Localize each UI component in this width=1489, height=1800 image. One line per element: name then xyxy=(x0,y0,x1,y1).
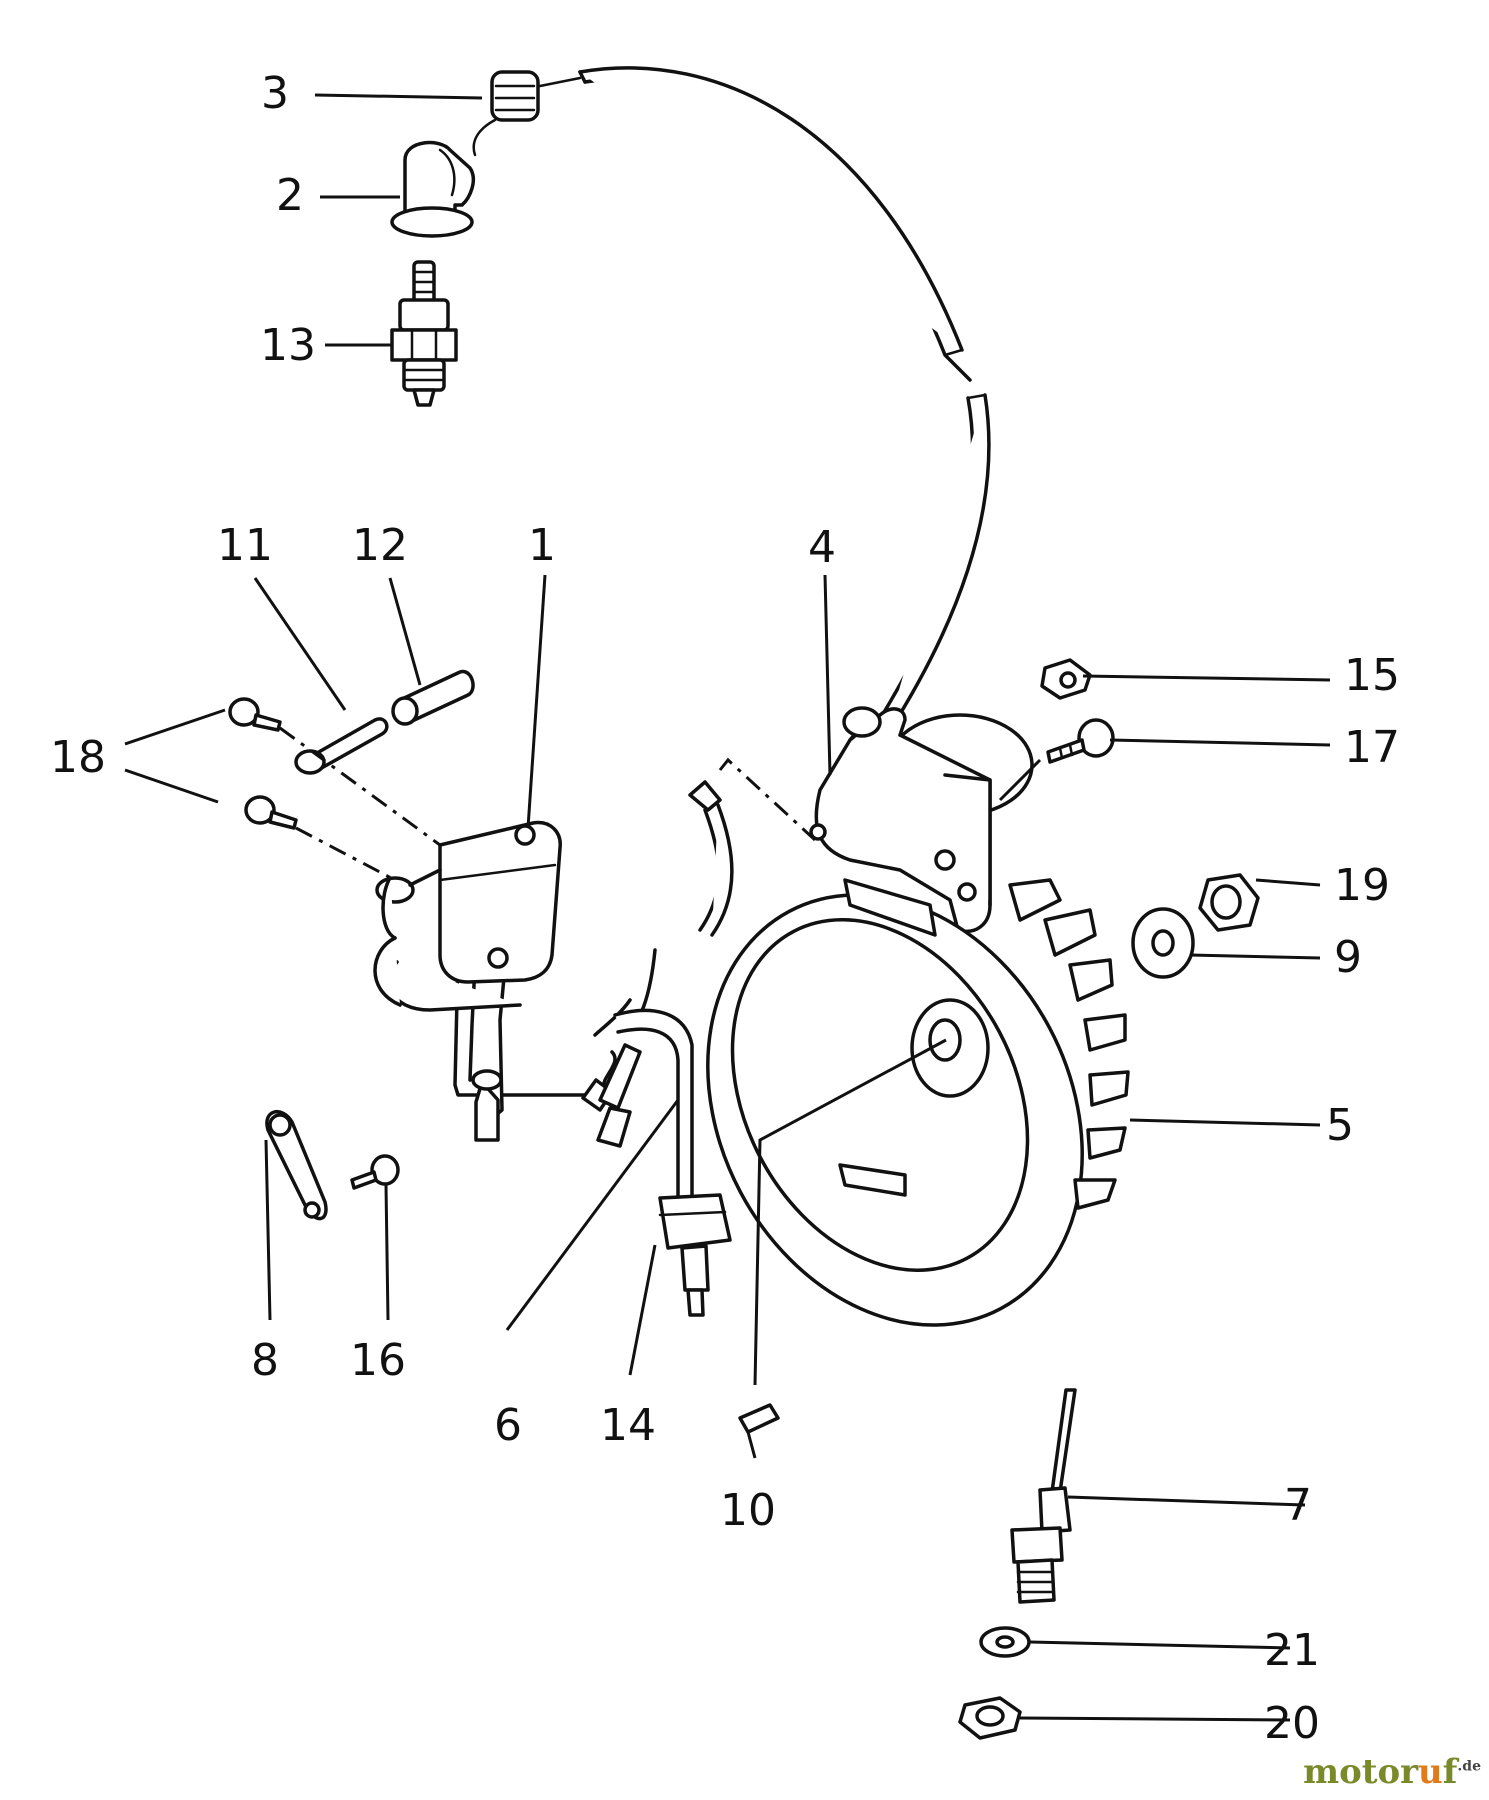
callout-21: 21 xyxy=(1264,1625,1320,1676)
callout-6: 6 xyxy=(494,1400,522,1451)
logo-tld: .de xyxy=(1457,1758,1481,1775)
flywheel-part-5 xyxy=(706,878,1130,1327)
logo-text-main: motor xyxy=(1303,1752,1419,1792)
nut-part-19 xyxy=(1198,873,1260,932)
nut-part-20 xyxy=(958,1696,1022,1740)
callout-10: 10 xyxy=(720,1485,776,1536)
screw-part-16 xyxy=(350,1154,400,1190)
washer-part-21 xyxy=(979,1626,1031,1658)
callout-16: 16 xyxy=(350,1335,406,1386)
callout-3: 3 xyxy=(261,68,289,119)
callout-8: 8 xyxy=(251,1335,279,1386)
ignition-coil-part-4 xyxy=(809,706,1034,933)
ignition-module-part-1 xyxy=(373,820,617,1142)
sleeve-part-12 xyxy=(391,669,475,726)
logo-text-accent: u xyxy=(1418,1752,1443,1792)
callout-14: 14 xyxy=(600,1400,656,1451)
coil-wire xyxy=(688,757,817,937)
callout-4: 4 xyxy=(808,522,836,573)
sensor-part-7 xyxy=(1010,1388,1077,1604)
callout-18: 18 xyxy=(50,732,106,783)
logo-text-end: f xyxy=(1442,1752,1458,1792)
callout-11: 11 xyxy=(217,520,273,571)
spark-plug-cap-part-2 xyxy=(390,140,475,238)
leader-lines xyxy=(124,93,1331,1722)
spark-plug-part-13 xyxy=(390,260,458,407)
terminal-part-11 xyxy=(294,717,389,775)
callout-1: 1 xyxy=(528,520,556,571)
callout-20: 20 xyxy=(1264,1698,1320,1749)
spring-clip-part-3 xyxy=(472,70,540,157)
callout-13: 13 xyxy=(260,320,316,371)
ht-lead xyxy=(538,66,991,740)
callout-5: 5 xyxy=(1326,1100,1354,1151)
washer-part-9 xyxy=(1131,907,1195,979)
nut-part-15 xyxy=(1040,658,1092,700)
callout-19: 19 xyxy=(1334,860,1390,911)
callout-15: 15 xyxy=(1344,650,1400,701)
callout-12: 12 xyxy=(352,520,408,571)
callout-17: 17 xyxy=(1344,722,1400,773)
cable-part-6 xyxy=(593,948,694,1202)
lever-part-8 xyxy=(265,1110,328,1221)
callout-9: 9 xyxy=(1334,932,1362,983)
key-part-10 xyxy=(738,1403,780,1434)
motoruf-logo: motoruf.de xyxy=(1303,1752,1481,1792)
connector-part-14 xyxy=(658,1193,732,1317)
callout-7: 7 xyxy=(1284,1480,1312,1531)
callout-labels: 3 2 13 11 12 1 4 18 15 17 19 9 5 8 16 6 … xyxy=(50,68,1400,1749)
screw-part-17 xyxy=(1046,718,1115,764)
callout-2: 2 xyxy=(276,170,304,221)
screws-part-18 xyxy=(228,697,441,882)
